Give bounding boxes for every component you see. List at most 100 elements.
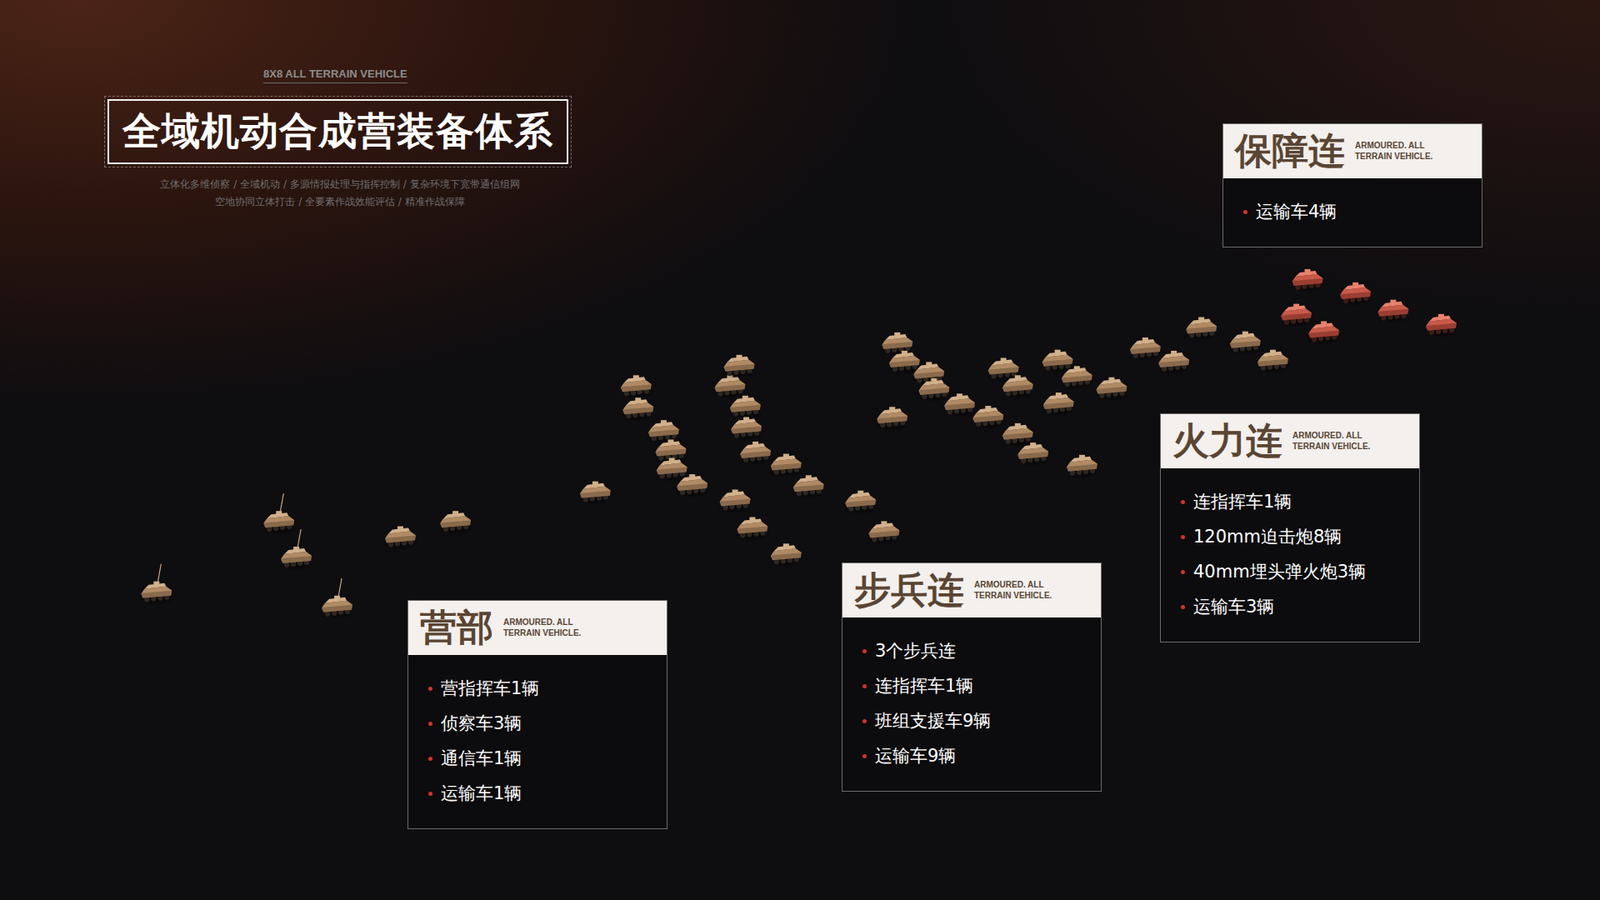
unit-card: 步兵连ARMOURED. ALL TERRAIN VEHICLE.3个步兵连连指… — [841, 562, 1102, 792]
list-item: 营指挥车1辆 — [440, 678, 540, 700]
vehicle-deck — [868, 525, 900, 534]
diagram-title: 全域机动合成营装备体系 — [107, 99, 569, 165]
vehicle-deck — [770, 548, 802, 556]
vehicle-deck — [988, 362, 1020, 370]
vehicle-turret — [1270, 350, 1276, 354]
vehicle — [873, 406, 910, 431]
vehicle-deck — [944, 398, 975, 406]
vehicle — [137, 564, 175, 606]
vehicle-turret — [1074, 365, 1080, 370]
vehicle-deck — [1292, 274, 1324, 282]
vehicle — [1277, 304, 1315, 329]
subtitle-line: 空地协同立体打击 / 全要素作战效能评估 / 精准作战保障 — [215, 195, 465, 210]
vehicle — [726, 395, 764, 420]
card-subheading: ARMOURED. ALL TERRAIN VEHICLE. — [503, 616, 605, 639]
card-heading: 营部 — [420, 605, 494, 650]
vehicle-turret — [956, 393, 963, 397]
card-header: 火力连ARMOURED. ALL TERRAIN VEHICLE. — [1160, 414, 1420, 469]
card-body: 连指挥车1辆120mm迫击炮8辆40mm埋头弹火炮3辆运输车3辆 — [1160, 468, 1420, 642]
list-row: 通信车1辆 — [428, 741, 650, 777]
vehicle — [277, 529, 315, 571]
list-row: 营指挥车1辆 — [428, 671, 650, 707]
vehicle — [999, 423, 1036, 448]
vehicle-deck — [1280, 309, 1312, 317]
vehicle-deck — [1066, 460, 1098, 468]
vehicle — [1092, 377, 1130, 402]
bullet-dot — [1180, 570, 1185, 575]
card-header: 营部 ARMOURED. ALL TERRAIN VEHICLE. — [408, 600, 667, 655]
vehicle — [767, 543, 805, 568]
card-body: 运输车4辆 — [1223, 178, 1482, 247]
list-item: 连指挥车1辆 — [1193, 491, 1292, 513]
bullet-dot — [862, 719, 867, 724]
vehicle-deck — [655, 444, 686, 452]
vehicle-turret — [925, 361, 932, 365]
vehicle — [716, 489, 754, 514]
vehicle-antenna — [338, 578, 342, 597]
vehicle — [733, 517, 770, 542]
vehicle-turret — [742, 395, 749, 400]
vehicle-deck — [620, 380, 652, 388]
vehicle — [790, 475, 827, 500]
vehicle-turret — [1293, 304, 1300, 308]
vehicle-deck — [385, 531, 416, 540]
list-row: 运输车1辆 — [428, 776, 650, 812]
bullet-dot — [428, 756, 433, 761]
vehicle-deck — [140, 586, 172, 595]
vehicle — [651, 439, 689, 464]
vehicle — [673, 474, 710, 499]
list-item: 运输车4辆 — [1255, 201, 1337, 223]
vehicle — [381, 526, 419, 551]
vehicle-deck — [280, 551, 312, 560]
vehicle-turret — [985, 405, 991, 410]
vehicle-turret — [667, 439, 674, 443]
bullet-dot — [428, 791, 433, 796]
vehicle-deck — [1002, 428, 1034, 436]
vehicle-deck — [715, 380, 746, 388]
vehicle-turret — [660, 420, 667, 424]
vehicle-turret — [1015, 375, 1021, 379]
subtitle-line: 立体化多维侦察 / 全域机动 / 多源情报处理与指挥控制 / 复杂环境下宽带通信… — [160, 177, 520, 192]
vehicle-turret — [736, 355, 743, 359]
vehicle-deck — [918, 383, 950, 391]
bullet-dot — [862, 649, 867, 654]
list-item: 运输车9辆 — [875, 745, 956, 767]
card-heading: 步兵连 — [854, 568, 965, 613]
list-item: 3个步兵连 — [875, 640, 956, 662]
vehicle-deck — [263, 515, 295, 524]
vehicle-turret — [1055, 392, 1062, 396]
vehicle — [1040, 392, 1077, 417]
list-item: 120mm迫击炮8辆 — [1193, 526, 1342, 548]
vehicle-deck — [1130, 342, 1161, 350]
vehicle-turret — [633, 375, 640, 379]
vehicle-turret — [1438, 314, 1445, 318]
unit-card: 营部 ARMOURED. ALL TERRAIN VEHICLE. 营指挥车1辆侦察… — [407, 600, 668, 830]
list-row: 侦察车3辆 — [428, 706, 650, 742]
vehicle-deck — [1308, 325, 1340, 334]
list-row: 连指挥车1辆 — [1180, 485, 1403, 520]
vehicle-deck — [1017, 447, 1049, 455]
vehicle-turret — [689, 474, 695, 478]
card-subheading: ARMOURED. ALL TERRAIN VEHICLE. — [974, 579, 1076, 601]
vehicle — [969, 405, 1006, 430]
vehicle-deck — [1425, 319, 1457, 327]
vehicle — [1254, 350, 1291, 375]
vehicle-turret — [1015, 423, 1021, 427]
vehicle-antenna — [280, 493, 284, 512]
vehicle — [841, 490, 879, 515]
vehicle-turret — [889, 406, 895, 410]
vehicle-turret — [669, 457, 675, 461]
bullet-dot — [428, 686, 433, 691]
vehicle-deck — [720, 494, 751, 502]
vehicle — [865, 520, 902, 545]
vehicle-turret — [1390, 300, 1396, 304]
vehicle — [1014, 442, 1051, 467]
card-heading: 火力连 — [1172, 419, 1283, 464]
vehicle-deck — [1095, 382, 1127, 390]
vehicle-deck — [793, 480, 825, 488]
list-row: 40mm埋头弹火炮3辆 — [1180, 555, 1403, 590]
vehicle-turret — [1055, 350, 1061, 354]
vehicle-deck — [648, 425, 680, 433]
